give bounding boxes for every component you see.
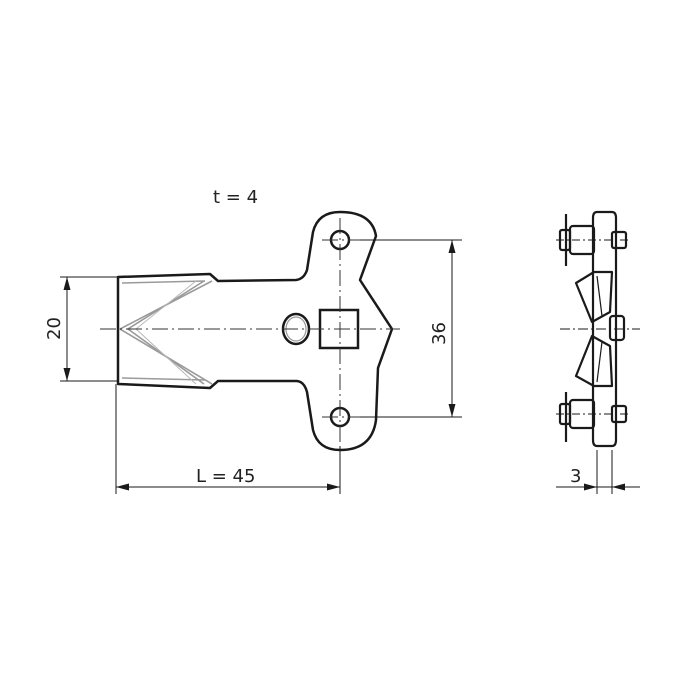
side-blade-lower-wing [574, 334, 614, 388]
arrow-dim36-top [448, 240, 456, 253]
thickness-label: t = 4 [213, 187, 258, 208]
side-blade-lower-ridge [596, 341, 603, 383]
bottom-bolt [556, 392, 630, 442]
arrow-dimL-right [327, 483, 340, 491]
arrow-dim20-top [63, 277, 71, 290]
arrow-dimL-left [116, 483, 129, 491]
arrow-dim3-left [584, 483, 597, 491]
blade-front-view [116, 210, 394, 452]
side-thickness-label: 3 [570, 466, 581, 487]
arrow-dim36-bottom [448, 404, 456, 417]
blade-inner-edge-bottom [121, 377, 206, 381]
centerlines [100, 218, 400, 446]
side-centre-stud [608, 314, 626, 342]
cutting-edge-bevel [118, 280, 213, 385]
width-label: 20 [44, 317, 65, 340]
hole-spacing-label: 36 [429, 322, 450, 345]
arrow-dim20-bottom [63, 368, 71, 381]
side-blade-upper-wing [574, 270, 614, 324]
length-label: L = 45 [196, 466, 255, 487]
blade-outline [116, 210, 394, 452]
dimension-lines [60, 239, 640, 494]
dimension-arrows [63, 240, 625, 491]
arrow-dim3-right [612, 483, 625, 491]
blade-inner-edge-top [121, 280, 206, 284]
side-view [556, 210, 640, 448]
top-bolt [556, 214, 630, 266]
side-blade-upper-ridge [596, 275, 603, 317]
side-plate [591, 210, 618, 448]
